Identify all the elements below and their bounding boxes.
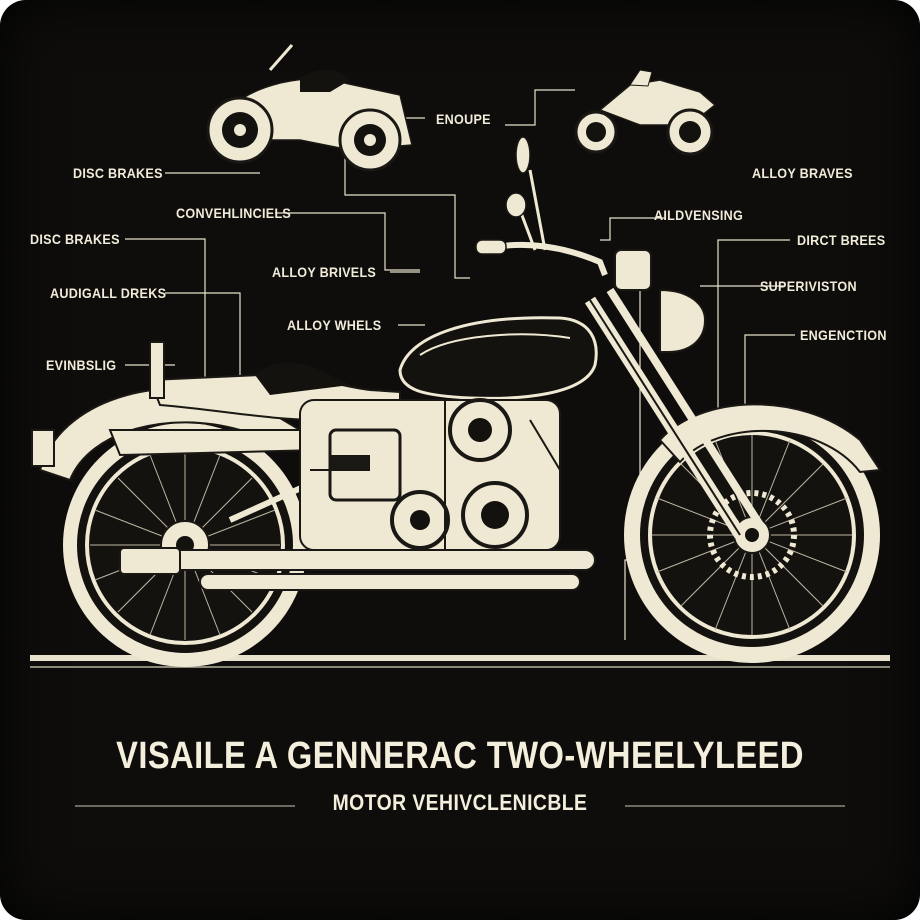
- label-enoupe: ENOUPE: [436, 111, 491, 127]
- label-alloy-brivels: ALLOY BRIVELS: [272, 264, 377, 280]
- main-motorcycle: [31, 136, 882, 667]
- engine: [299, 398, 561, 551]
- ground-lines: [30, 655, 890, 807]
- label-engenction: ENGENCTION: [800, 327, 887, 343]
- label-aildvensing: AILDVENSING: [654, 207, 744, 223]
- label-evinsling: EVINBSLIG: [46, 357, 117, 373]
- rear-wheel: [63, 423, 307, 667]
- label-convenience: CONVEHLINCIELS: [176, 205, 292, 221]
- diagram-subtitle: MOTOR VEHIVCLENICBLE: [332, 790, 588, 815]
- exhaust: [119, 547, 596, 591]
- label-superivistion: SUPERIVISTON: [760, 278, 857, 294]
- front-wheel: [624, 407, 880, 663]
- label-disc-brakes-lower: DISC BRAKES: [30, 231, 120, 247]
- label-alloy-braves: ALLOY BRAVES: [752, 165, 853, 181]
- label-alloy-whels: ALLOY WHELS: [287, 317, 382, 333]
- label-adjustable-brakes: AUDIGALL DREKS: [50, 285, 167, 301]
- label-disc-brakes-upper: DISC BRAKES: [73, 165, 163, 181]
- small-cruiser-sketch: [206, 44, 413, 172]
- diagram-title: VISAILE A GENNERAC TWO-WHEELYLEED: [116, 735, 804, 777]
- label-dirct-brees: DIRCT BREES: [797, 232, 886, 248]
- small-sportbike-sketch: [574, 69, 717, 156]
